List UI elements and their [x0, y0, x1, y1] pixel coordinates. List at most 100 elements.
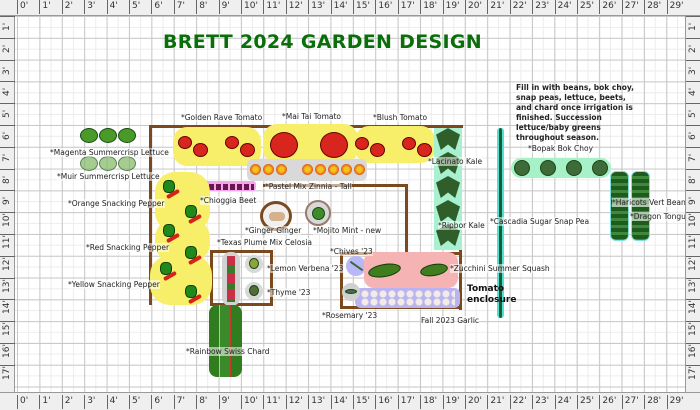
lettuce-muir-row[interactable]	[80, 156, 136, 171]
tomato-icon	[240, 143, 255, 157]
tomato-icon	[320, 132, 348, 158]
ruler-x-tick: 25'	[577, 0, 594, 14]
chives-plant[interactable]	[346, 256, 366, 276]
swiss-chard-row[interactable]	[209, 305, 242, 377]
ruler-y-label: 16'	[2, 344, 12, 358]
page-title: BRETT 2024 GARDEN DESIGN	[163, 31, 482, 53]
ruler-y-tick: 1'	[0, 16, 15, 38]
ruler-x-tick: 9'	[218, 0, 230, 14]
garlic-area[interactable]	[355, 288, 460, 308]
mint-plant[interactable]	[305, 200, 331, 226]
label-haricots-bean: *Haricots Vert Bean	[612, 198, 685, 207]
mint-icon	[312, 207, 325, 220]
kale-row[interactable]	[434, 128, 462, 250]
label-zucchini: *Zucchini Summer Squash	[450, 264, 550, 273]
ruler-y-label: 2'	[688, 44, 698, 53]
celosia-row[interactable]	[222, 252, 240, 306]
ruler-y-label: 1'	[2, 22, 12, 31]
ruler-y-label: 9'	[2, 197, 12, 206]
bok-choy-row[interactable]	[511, 158, 611, 178]
rosemary-icon	[345, 289, 357, 294]
label-garlic: Fall 2023 Garlic	[421, 316, 480, 325]
zinnia-icon	[354, 164, 365, 175]
ruler-x-tick: 22'	[509, 395, 527, 409]
ruler-x-tick: 9'	[218, 395, 230, 409]
ruler-x-tick: 26'	[599, 0, 616, 14]
ruler-y-label: 9'	[688, 197, 698, 206]
thyme-icon	[249, 285, 259, 296]
label-mai-tai-tomato: *Mai Tai Tomato	[282, 112, 342, 121]
ruler-y-label: 3'	[2, 66, 12, 75]
ruler-x-tick: 16'	[375, 0, 392, 14]
ruler-x-tick: 5'	[129, 395, 140, 409]
top-ruler: 0'1'2'3'4'5'6'7'8'9'10'11'12'13'14'15'16…	[0, 0, 700, 16]
bottom-ruler: 0'1'2'3'4'5'6'7'8'9'10'11'12'13'14'15'16…	[0, 392, 700, 410]
thyme-plant[interactable]	[245, 282, 263, 300]
label-muir-lettuce: *Muir Summercrisp Lettuce	[57, 172, 160, 181]
ruler-x-tick: 4'	[106, 0, 118, 14]
ruler-y-label: 6'	[2, 131, 12, 140]
ruler-x-tick: 1'	[39, 395, 51, 409]
ruler-x-tick: 26'	[599, 395, 616, 409]
label-blush-tomato: *Blush Tomato	[373, 113, 428, 122]
ruler-y-label: 4'	[2, 88, 12, 97]
ruler-y-label: 7'	[688, 153, 698, 162]
ruler-y-tick: 8'	[0, 168, 15, 191]
garden-canvas[interactable]	[15, 16, 685, 392]
ruler-y-tick: 1'	[686, 16, 700, 38]
ruler-y-tick: 9'	[686, 190, 700, 212]
ruler-x-tick: 6'	[151, 0, 163, 14]
ruler-y-label: 13'	[688, 278, 698, 293]
kale-icon	[436, 200, 460, 222]
ruler-x-tick: 13'	[308, 0, 325, 14]
label-golden-rave-tomato: *Golden Rave Tomato	[181, 113, 263, 122]
ruler-y-tick: 4'	[686, 81, 700, 103]
tomato-icon	[178, 136, 192, 149]
ruler-y-label: 13'	[2, 278, 12, 293]
beet-row[interactable]	[200, 181, 256, 191]
right-ruler: 1'2'3'4'5'6'7'8'9'10'11'12'13'14'15'16'1…	[685, 16, 700, 392]
ruler-x-tick: 21'	[487, 0, 504, 14]
ruler-y-tick: 3'	[0, 59, 15, 82]
lettuce-magenta-row[interactable]	[80, 128, 136, 143]
ruler-y-tick: 6'	[686, 125, 700, 147]
rosemary-plant[interactable]	[342, 283, 360, 301]
ruler-y-label: 6'	[688, 131, 698, 140]
ruler-y-label: 11'	[688, 235, 698, 249]
ruler-y-label: 17'	[2, 365, 12, 380]
ruler-y-tick: 5'	[686, 103, 700, 125]
ruler-y-tick: 14'	[686, 299, 700, 321]
ruler-x-tick: 18'	[420, 395, 437, 409]
ruler-x-tick: 20'	[465, 395, 482, 409]
ruler-x-tick: 0'	[17, 0, 28, 14]
ruler-x-tick: 28'	[644, 0, 661, 14]
ruler-y-tick: 7'	[686, 146, 700, 169]
left-ruler: 1'2'3'4'5'6'7'8'9'10'11'12'13'14'15'16'1…	[0, 16, 15, 392]
ruler-x-tick: 28'	[644, 395, 661, 409]
zinnia-icon	[328, 164, 339, 175]
ruler-x-tick: 2'	[61, 395, 73, 409]
ruler-y-tick: 13'	[0, 277, 15, 300]
ruler-y-label: 4'	[688, 88, 698, 97]
kale-icon	[436, 128, 460, 150]
label-lacinato-kale: *Lacinato Kale	[428, 157, 483, 166]
herb-bed	[210, 250, 273, 306]
ruler-y-tick: 14'	[0, 299, 15, 321]
tomato-icon	[225, 136, 239, 149]
ruler-x-tick: 27'	[621, 395, 639, 409]
ruler-y-label: 5'	[688, 109, 698, 119]
ruler-y-tick: 15'	[0, 321, 15, 343]
label-snap-pea: *Cascadia Sugar Snap Pea	[490, 217, 590, 226]
ruler-y-label: 14'	[2, 300, 12, 315]
celosia-icons	[227, 256, 235, 302]
lemon-verbena-icon	[249, 258, 259, 269]
ruler-x-tick: 15'	[353, 395, 370, 409]
ruler-y-label: 7'	[2, 153, 12, 162]
lettuce-icon	[99, 128, 117, 143]
ruler-y-tick: 3'	[686, 59, 700, 82]
ruler-y-tick: 15'	[686, 321, 700, 343]
note-text: Fill in with beans, bok choy, snap peas,…	[516, 83, 634, 142]
ruler-x-tick: 22'	[509, 0, 527, 14]
ruler-y-tick: 10'	[0, 212, 15, 234]
lemon-verbena-plant[interactable]	[245, 255, 263, 273]
